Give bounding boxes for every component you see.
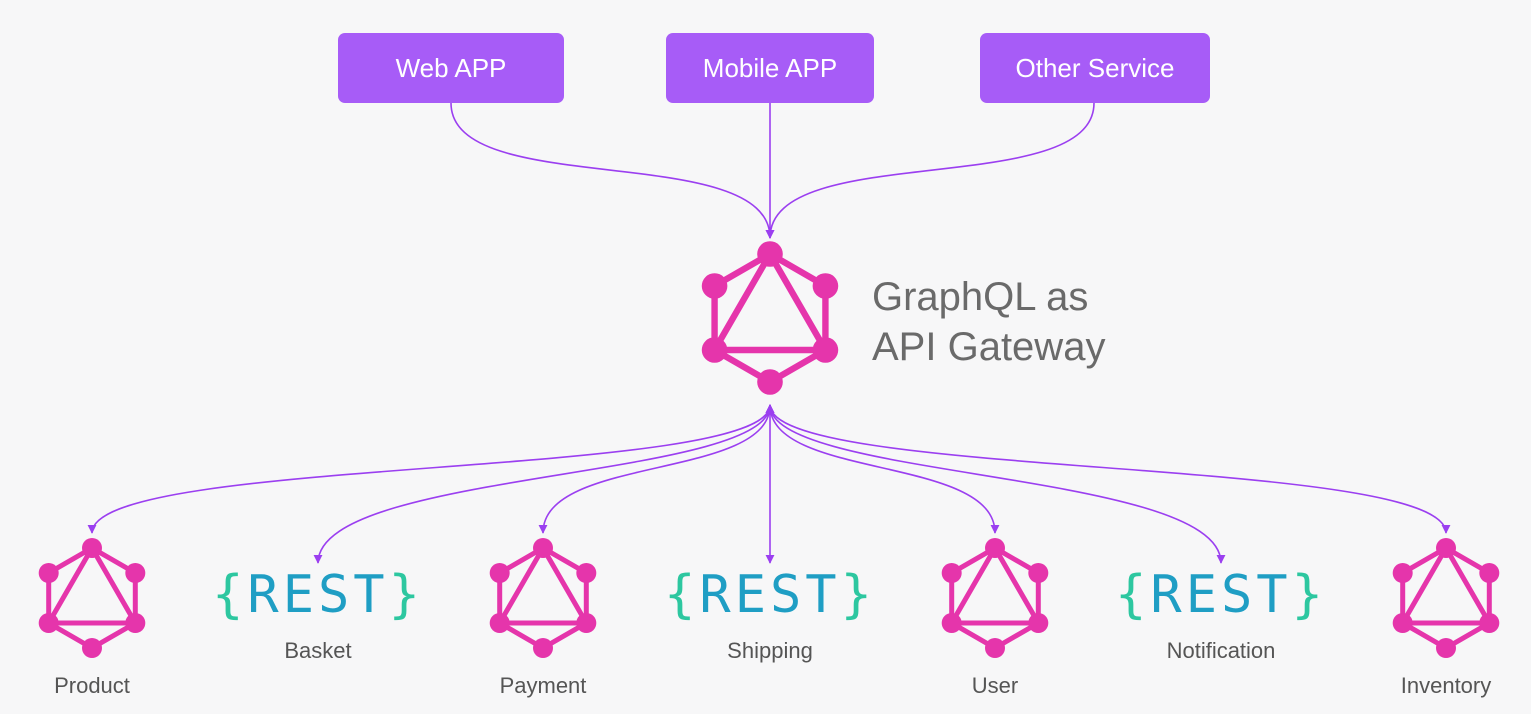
graphql-vertex-dot xyxy=(489,613,510,633)
user-graphql-icon xyxy=(941,538,1049,658)
gateway-title-line1: GraphQL as xyxy=(872,275,1089,319)
rest-close-brace: } xyxy=(1291,565,1327,625)
rest-open-brace: { xyxy=(1115,565,1151,625)
notification-rest-logo: {REST} xyxy=(1115,560,1327,630)
service-label-shipping: Shipping xyxy=(727,638,813,663)
graphql-triangle xyxy=(1400,545,1492,626)
connector-other-service xyxy=(765,102,1095,239)
graphql-triangle xyxy=(949,545,1041,626)
graphql-vertex-dot xyxy=(533,538,553,558)
graphql-vertex-dot xyxy=(489,563,510,583)
rest-open-brace: { xyxy=(212,565,248,625)
client-mobile-app-label: Mobile APP xyxy=(702,52,838,83)
connector-payment xyxy=(538,404,775,534)
graphql-vertex-dot xyxy=(985,538,1005,558)
graphql-vertex-dot xyxy=(1028,613,1049,633)
graphql-vertex-dot xyxy=(1028,563,1049,583)
client-web-app[interactable]: Web APP xyxy=(338,33,564,103)
graphql-vertex-dot xyxy=(1436,638,1456,658)
rest-close-brace: } xyxy=(840,565,876,625)
graphql-triangle xyxy=(711,250,829,354)
graphql-vertex-dot xyxy=(82,538,102,558)
graphql-triangle xyxy=(497,545,589,626)
graphql-vertex-dot xyxy=(941,563,962,583)
service-label-notification: Notification xyxy=(1166,638,1276,663)
service-label-basket: Basket xyxy=(284,638,352,663)
product-graphql-icon xyxy=(38,538,146,658)
graphql-vertex-dot xyxy=(125,563,146,583)
graphql-vertex-dot xyxy=(533,638,553,658)
payment-graphql-icon xyxy=(489,538,597,658)
graphql-triangle xyxy=(46,545,138,626)
service-label-payment: Payment xyxy=(499,673,587,698)
graphql-vertex-dot xyxy=(1392,613,1413,633)
client-connectors xyxy=(450,102,1095,239)
graphql-vertex-dot xyxy=(1436,538,1456,558)
connector-inventory xyxy=(765,404,1451,534)
graphql-vertex-dot xyxy=(1392,563,1413,583)
client-other-service-label: Other Service xyxy=(1015,52,1175,83)
service-label-user: User xyxy=(971,673,1019,698)
graphql-vertex-dot xyxy=(812,337,839,363)
connector-product xyxy=(87,404,775,534)
graphql-vertex-dot xyxy=(576,613,597,633)
graphql-vertex-dot xyxy=(125,613,146,633)
connector-web-app xyxy=(450,102,775,239)
graphql-vertex-dot xyxy=(38,613,59,633)
graphql-vertex-dot xyxy=(757,241,783,267)
basket-rest-logo: {REST} xyxy=(212,560,424,630)
rest-open-brace: { xyxy=(664,565,700,625)
graphql-vertex-dot xyxy=(985,638,1005,658)
gateway-title-line2: API Gateway xyxy=(872,325,1106,369)
rest-word: REST xyxy=(247,565,389,625)
service-label-product: Product xyxy=(54,673,130,698)
graphql-vertex-dot xyxy=(576,563,597,583)
gateway-title: GraphQL as API Gateway xyxy=(872,272,1105,372)
graphql-vertex-dot xyxy=(812,273,839,299)
connector-user xyxy=(765,404,1000,534)
graphql-vertex-dot xyxy=(757,369,783,395)
gateway-graphql-icon xyxy=(701,241,839,395)
inventory-graphql-icon xyxy=(1392,538,1500,658)
rest-word: REST xyxy=(699,565,841,625)
graphql-vertex-dot xyxy=(941,613,962,633)
shipping-rest-logo: {REST} xyxy=(664,560,876,630)
client-other-service[interactable]: Other Service xyxy=(980,33,1210,103)
service-connectors xyxy=(87,404,1451,564)
graphql-vertex-dot xyxy=(701,337,728,363)
client-mobile-app[interactable]: Mobile APP xyxy=(666,33,874,103)
graphql-vertex-dot xyxy=(1479,563,1500,583)
graphql-vertex-dot xyxy=(82,638,102,658)
service-label-inventory: Inventory xyxy=(1400,673,1492,698)
rest-close-brace: } xyxy=(388,565,424,625)
graphql-vertex-dot xyxy=(701,273,728,299)
rest-word: REST xyxy=(1150,565,1292,625)
graphql-vertex-dot xyxy=(38,563,59,583)
client-web-app-label: Web APP xyxy=(395,52,507,83)
graphql-vertex-dot xyxy=(1479,613,1500,633)
